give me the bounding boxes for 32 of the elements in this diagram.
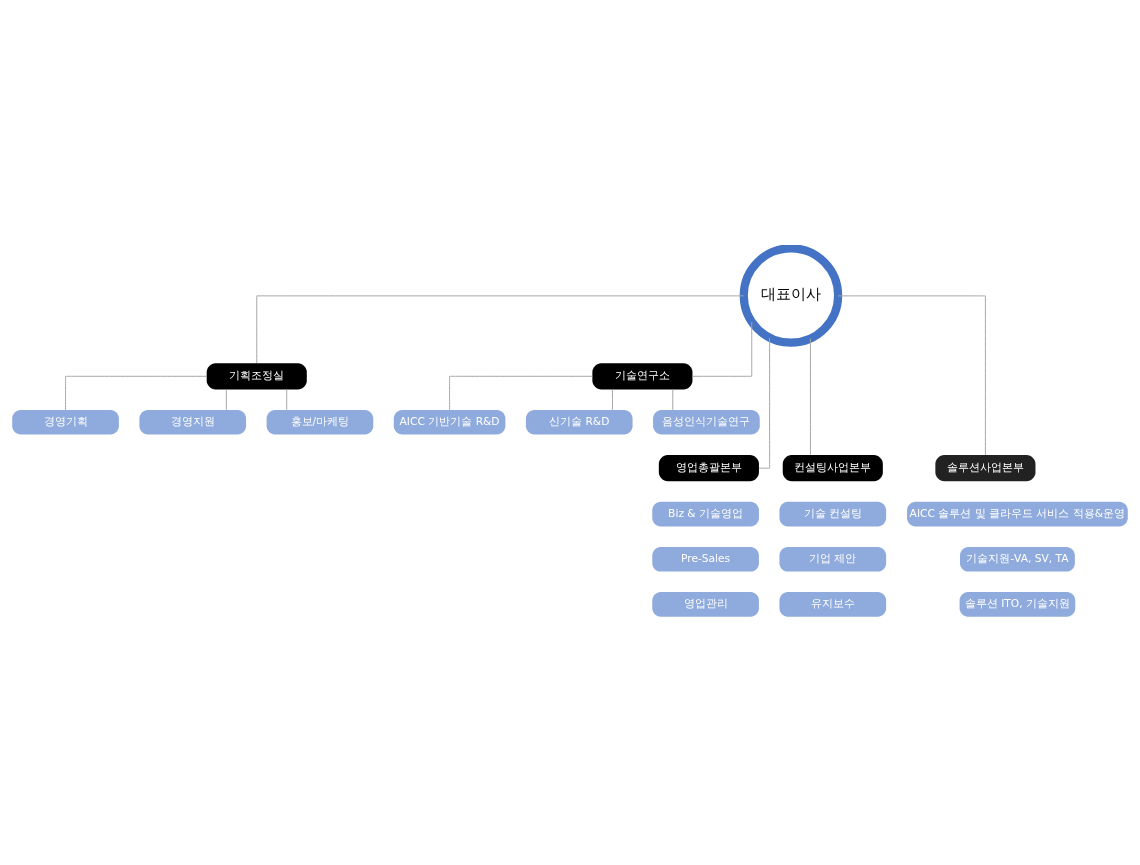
node-box: 솔루션사업본부 xyxy=(935,455,1036,482)
connector xyxy=(65,375,207,411)
node-box: 경영지원 xyxy=(139,409,247,435)
node-box: 음성인식기술연구 xyxy=(653,409,760,435)
connector xyxy=(758,337,771,469)
connector xyxy=(672,389,674,411)
node-box: Pre-Sales xyxy=(652,546,759,572)
node-box: 기술연구소 xyxy=(592,363,693,390)
node-box: Biz & 기술영업 xyxy=(652,501,759,527)
node-box: 기업 제안 xyxy=(779,546,887,572)
connector xyxy=(449,375,593,411)
connector xyxy=(256,295,744,364)
node-box: 솔루션 ITO, 기술지원 xyxy=(959,592,1076,617)
connector xyxy=(286,389,288,411)
node-box: 신기술 R&D xyxy=(525,409,633,435)
node-box: 유지보수 xyxy=(779,592,887,617)
node-box: 영업총괄본부 xyxy=(658,455,759,482)
node-circle: 대표이사 xyxy=(739,245,843,347)
node-box: 영업관리 xyxy=(652,592,759,617)
node-box: AICC 기반기술 R&D xyxy=(393,409,506,435)
node-box: AICC 솔루션 및 클라우드 서비스 적용&운영 xyxy=(907,501,1128,527)
node-box: 기획조정실 xyxy=(206,363,307,390)
node-box: 홍보/마케팅 xyxy=(266,409,374,435)
connector xyxy=(225,389,227,411)
node-box: 컨설팅사업본부 xyxy=(782,455,883,482)
node-box: 기술 컨설팅 xyxy=(779,501,887,527)
connector xyxy=(809,338,811,456)
connector xyxy=(611,389,613,411)
connector xyxy=(837,295,986,456)
node-box: 경영기획 xyxy=(12,409,119,435)
node-box: 기술지원-VA, SV, TA xyxy=(960,546,1075,572)
connector xyxy=(692,321,753,377)
